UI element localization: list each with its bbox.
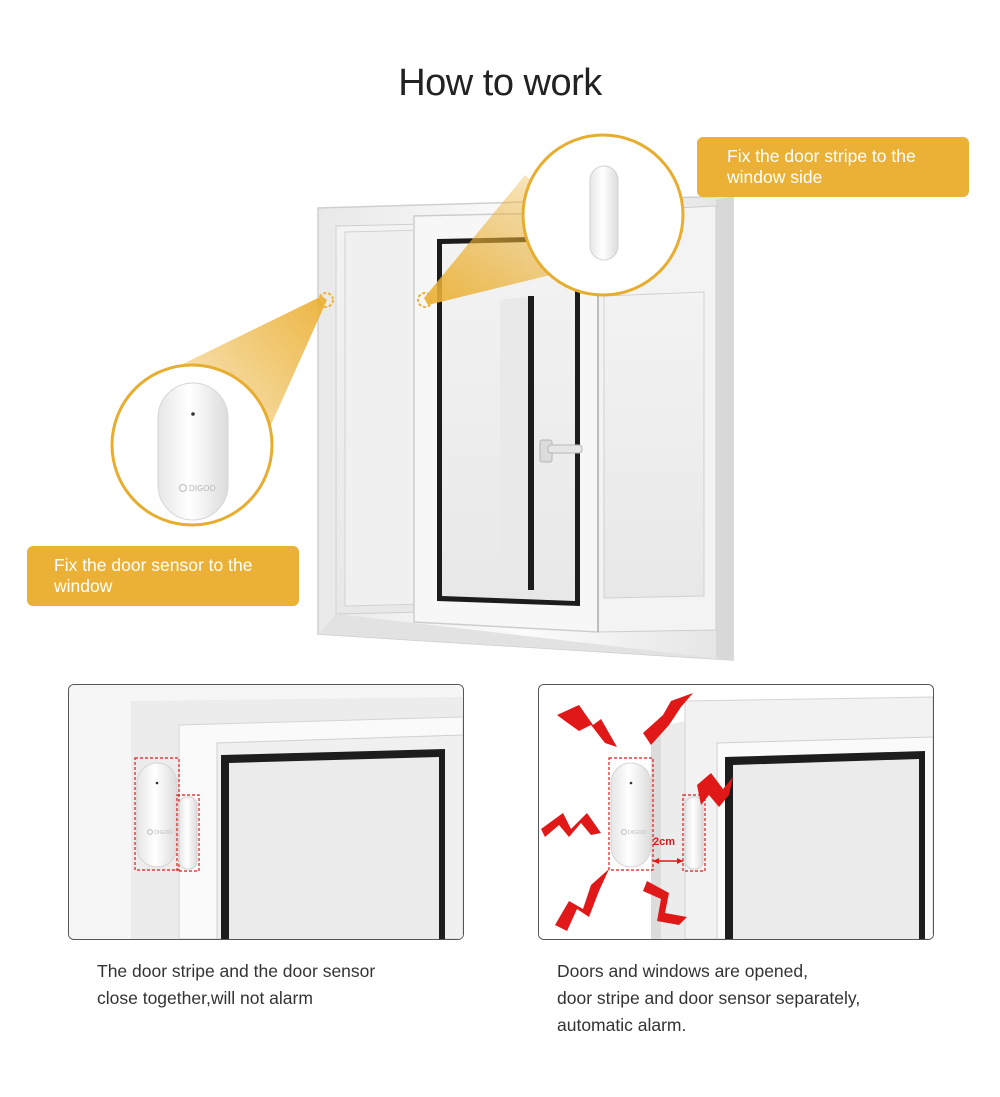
opened-state-illustration: DIGOO 2cm xyxy=(539,685,933,939)
brand-logo-icon xyxy=(621,829,627,835)
alarm-bolt-icons xyxy=(541,693,733,931)
stripe-location-marker xyxy=(417,292,433,308)
page-title: How to work xyxy=(398,62,602,104)
brand-logo-icon xyxy=(179,484,187,492)
opened-state-caption: Doors and windows are opened, door strip… xyxy=(557,961,861,1035)
zoom-beam-stripe xyxy=(424,175,620,305)
stripe-callout: Fix the door stripe to the window side xyxy=(697,137,969,197)
brand-logo-icon xyxy=(147,829,153,835)
closed-state-illustration: DIGOO xyxy=(69,685,463,939)
brand-logo: DIGOO xyxy=(628,830,647,836)
door-stripe-device xyxy=(589,165,619,261)
brand-logo: DIGOO xyxy=(189,484,216,493)
sensor-led-icon xyxy=(155,781,159,785)
sensor-led-icon xyxy=(629,781,633,785)
door-sensor-magnifier: DIGOO xyxy=(110,363,274,527)
closed-state-caption: The door stripe and the door sensor clos… xyxy=(97,961,376,1008)
brand-logo: DIGOO xyxy=(154,830,173,836)
sensor-led-icon xyxy=(191,412,195,416)
closed-state-panel: DIGOO xyxy=(68,684,464,940)
window-frame xyxy=(317,195,734,661)
opened-state-panel: DIGOO 2cm xyxy=(538,684,934,940)
distance-arrow-icon xyxy=(653,858,683,864)
sensor-location-marker xyxy=(318,292,334,308)
window-illustration: DIGOO xyxy=(110,133,734,661)
sensor-callout: Fix the door sensor to the window xyxy=(27,546,299,606)
door-sensor-device xyxy=(157,382,229,521)
distance-label: 2cm xyxy=(653,836,675,848)
door-stripe-magnifier xyxy=(521,133,685,297)
